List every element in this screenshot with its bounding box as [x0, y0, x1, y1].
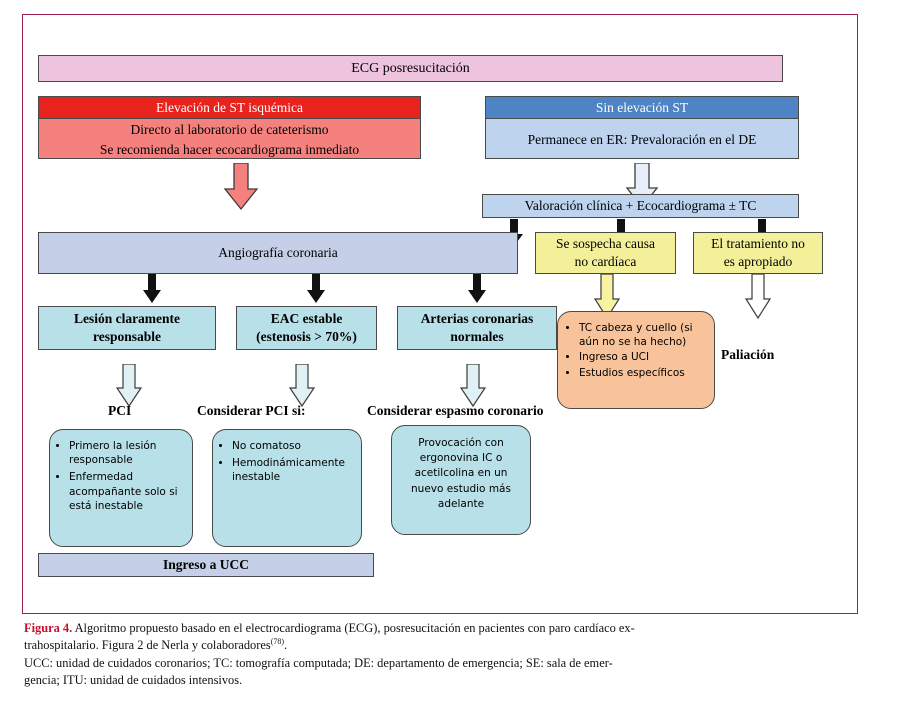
- angiography-arrow-2: [307, 274, 325, 303]
- ecg-bar-label: ECG posresucitación: [351, 60, 470, 76]
- consider-pci-list: No comatoso Hemodinámicamente inestable: [219, 439, 355, 485]
- not-appropriate-line2: es apropiado: [723, 254, 793, 269]
- normal-coronaries-line1: Arterias coronarias: [420, 310, 534, 326]
- caption-line-1: Figura 4. Algoritmo propuesto basado en …: [24, 620, 880, 636]
- not-appropriate-down-arrow: [744, 274, 772, 320]
- pci-label: PCI: [108, 403, 132, 418]
- suspected-noncardiac-cause-box: Se sospecha causa no cardíaca: [535, 232, 676, 274]
- no-st-elevation-box: Sin elevación ST Permanece en ER: Preval…: [485, 96, 799, 159]
- ccu-admission-label: Ingreso a UCC: [162, 557, 249, 572]
- figure-caption: Figura 4. Algoritmo propuesto basado en …: [24, 620, 880, 690]
- list-item: TC cabeza y cuello (si aún no se ha hech…: [579, 321, 708, 349]
- angiography-arrow-1: [143, 274, 161, 303]
- figure-frame: ECG posresucitación Elevación de ST isqu…: [22, 14, 858, 614]
- caption-text-2-end: .: [284, 638, 288, 653]
- culprit-line1: Lesión claramente: [73, 310, 181, 326]
- pci-actions-box: Primero la lesión responsable Enfermedad…: [49, 429, 193, 547]
- list-item: Enfermedad acompañante solo si está ines…: [69, 470, 186, 513]
- no-st-elevation-header: Sin elevación ST: [486, 97, 798, 119]
- culprit-down-arrow: [115, 364, 143, 408]
- pci-actions-list: Primero la lesión responsable Enfermedad…: [56, 439, 186, 513]
- angiography-arrow-3: [468, 274, 486, 303]
- caption-text-1: Algoritmo propuesto basado en el electro…: [72, 621, 635, 635]
- st-elevation-line1: Directo al laboratorio de cateterismo: [130, 121, 329, 137]
- st-elevation-line2: Se recomienda hacer ecocardiograma inmed…: [99, 141, 360, 157]
- st-elevation-body: Directo al laboratorio de cateterismo Se…: [39, 119, 420, 160]
- clinical-evaluation-label: Valoración clínica + Ecocardiograma ± TC: [524, 198, 757, 213]
- consider-pci-conditions-box: No comatoso Hemodinámicamente inestable: [212, 429, 362, 547]
- list-item: Ingreso a UCI: [579, 350, 708, 364]
- caption-text-2: trahospitalario. Figura 2 de Nerla y col…: [24, 638, 271, 653]
- spasm-provocation-box: Provocación con ergonovina IC o acetilco…: [391, 425, 531, 535]
- noncardiac-actions-box: TC cabeza y cuello (si aún no se ha hech…: [557, 311, 715, 409]
- stable-cad-line2: (estenosis > 70%): [256, 329, 357, 344]
- coronary-angiography-box: Angiografía coronaria: [38, 232, 518, 274]
- consider-coronary-spasm-label: Considerar espasmo coronario: [367, 403, 544, 418]
- noncardiac-line2: no cardíaca: [574, 254, 637, 269]
- caption-line-2: trahospitalario. Figura 2 de Nerla y col…: [24, 637, 880, 654]
- palliation-label: Paliación: [721, 347, 775, 362]
- noncardiac-line1: Se sospecha causa: [556, 236, 655, 252]
- no-st-elevation-body: Permanece en ER: Prevaloración en el DE: [486, 119, 798, 160]
- list-item: Estudios específicos: [579, 366, 708, 380]
- caption-reference: (78): [270, 637, 285, 647]
- no-st-elevation-line1: Permanece en ER: Prevaloración en el DE: [527, 131, 757, 147]
- normal-coronaries-box: Arterias coronarias normales: [397, 306, 557, 350]
- st-elevation-box: Elevación de ST isquémica Directo al lab…: [38, 96, 421, 159]
- clear-culprit-lesion-box: Lesión claramente responsable: [38, 306, 216, 350]
- st-elevation-header: Elevación de ST isquémica: [39, 97, 420, 119]
- caption-text-3: UCC: unidad de cuidados coronarios; TC: …: [24, 655, 613, 670]
- ccu-admission-bar: Ingreso a UCC: [38, 553, 374, 577]
- culprit-line2: responsable: [92, 329, 161, 344]
- figure-number: Figura 4.: [24, 621, 73, 635]
- list-item: Hemodinámicamente inestable: [232, 456, 355, 484]
- caption-text-4: gencia; ITU: unidad de cuidados intensiv…: [24, 673, 243, 688]
- consider-pci-label: Considerar PCI si:: [197, 403, 306, 418]
- caption-line-3: UCC: unidad de cuidados coronarios; TC: …: [24, 655, 880, 671]
- ecg-postresuscitation-bar: ECG posresucitación: [38, 55, 783, 82]
- stable-cad-down-arrow: [288, 364, 316, 408]
- stable-cad-line1: EAC estable: [270, 310, 343, 326]
- list-item: Primero la lesión responsable: [69, 439, 186, 467]
- normal-coronaries-down-arrow: [459, 364, 487, 408]
- caption-line-4: gencia; ITU: unidad de cuidados intensiv…: [24, 672, 880, 688]
- stable-cad-box: EAC estable (estenosis > 70%): [236, 306, 377, 350]
- noncardiac-actions-list: TC cabeza y cuello (si aún no se ha hech…: [566, 321, 708, 380]
- list-item: No comatoso: [232, 439, 355, 453]
- coronary-angiography-label: Angiografía coronaria: [218, 245, 338, 260]
- noncardiac-down-arrow: [593, 274, 621, 320]
- st-elevation-down-arrow: [223, 163, 259, 211]
- treatment-not-appropriate-box: El tratamiento no es apropiado: [693, 232, 823, 274]
- normal-coronaries-line2: normales: [450, 329, 504, 344]
- spasm-provocation-text: Provocación con ergonovina IC o acetilco…: [411, 437, 511, 510]
- not-appropriate-line1: El tratamiento no: [711, 236, 805, 252]
- clinical-evaluation-box: Valoración clínica + Ecocardiograma ± TC: [482, 194, 799, 218]
